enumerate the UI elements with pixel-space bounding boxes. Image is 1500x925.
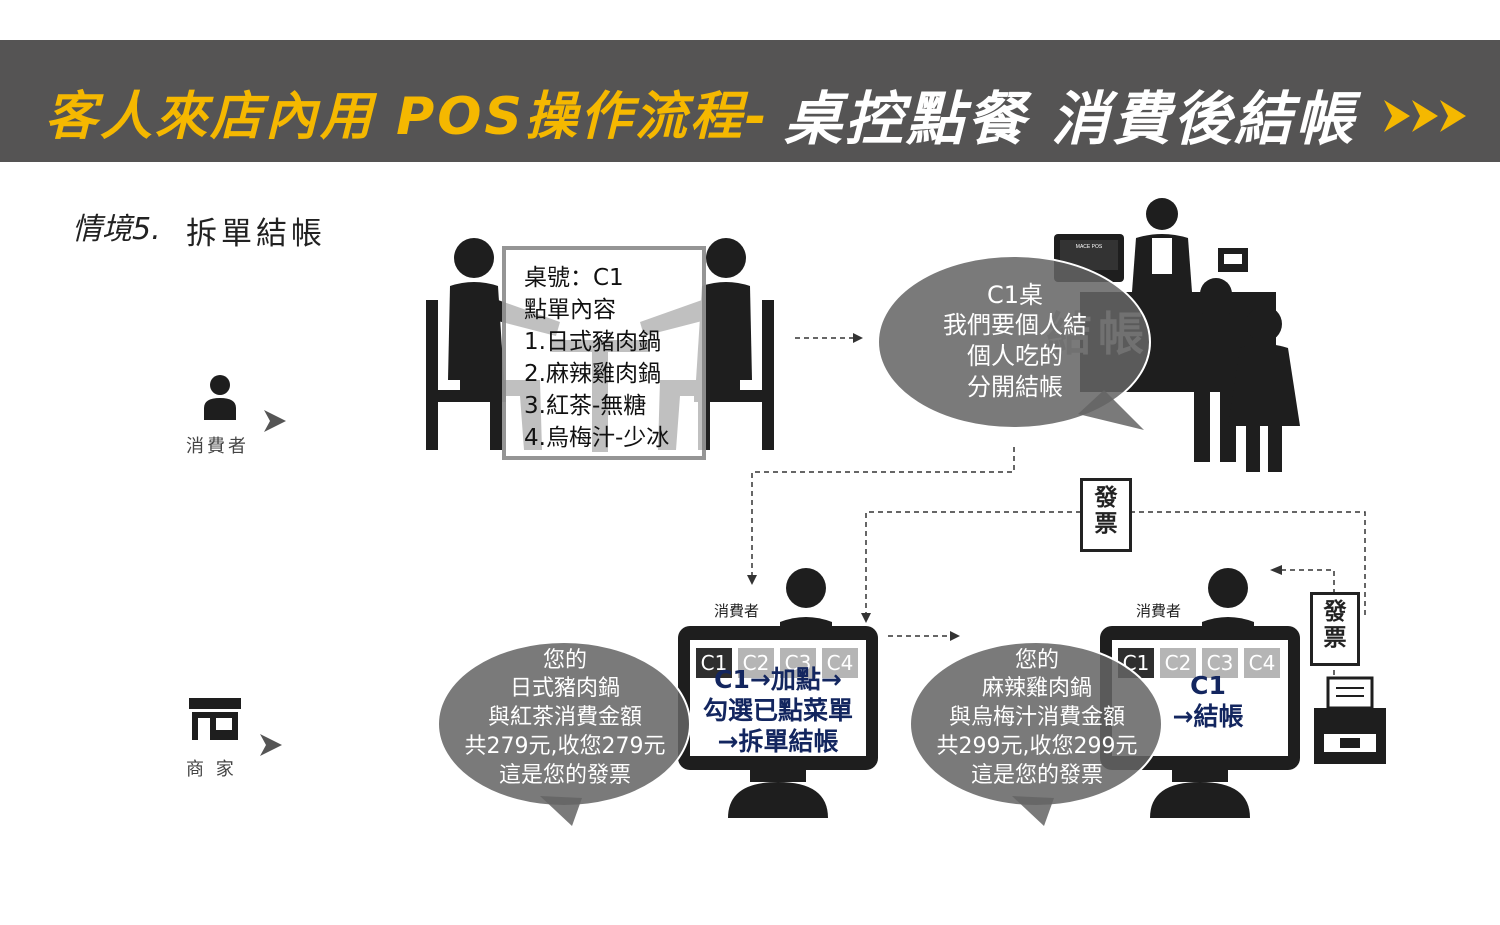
- dashed-arrow-right-icon: [795, 333, 863, 343]
- table-tab-c2[interactable]: C2: [1160, 648, 1196, 678]
- bubble-line: 您的: [542, 648, 587, 673]
- consumer-icon: [204, 375, 236, 420]
- header-title-highlight: 桌控點餐 消費後結帳: [784, 85, 1357, 153]
- order-heading: 點單內容: [524, 297, 616, 323]
- header-banner: [0, 40, 1500, 162]
- bubble-line: 個人吃的: [967, 342, 1063, 370]
- order-ticket-card: 桌號：C1 點單內容 1.日式豬肉鍋 2.麻辣雞肉鍋 3.紅茶-無糖 4.烏梅汁…: [502, 246, 706, 460]
- invoice-label-char: 票: [1094, 511, 1118, 537]
- consumer-role-label: 消費者: [186, 436, 249, 457]
- invoice-label-char: 票: [1323, 625, 1347, 651]
- table-tab-c2[interactable]: C2: [738, 648, 774, 678]
- arrow-right-icon: [260, 734, 282, 756]
- shop-icon: [189, 698, 241, 740]
- invoice-label: 發 票: [1310, 592, 1360, 666]
- arrow-right-icon: [264, 410, 286, 432]
- speech-bubble: [909, 641, 1163, 826]
- scene-title: 拆單結帳: [186, 216, 326, 252]
- dashed-arrow-right-icon: [888, 631, 960, 641]
- bubble-line: C1桌: [986, 281, 1044, 309]
- bubble-line: 麻辣雞肉鍋: [981, 676, 1092, 701]
- screen-step: C1: [1190, 671, 1226, 700]
- bubble-line: 這是您的發票: [970, 763, 1103, 788]
- table-tab-c3[interactable]: C3: [780, 648, 816, 678]
- invoice-label-char: 發: [1323, 599, 1347, 625]
- receipt-printer-icon: [1314, 676, 1386, 764]
- bubble-line: 分開結帳: [967, 373, 1063, 401]
- invoice-label-char: 發: [1094, 485, 1118, 511]
- triple-arrow-icon: [1384, 100, 1466, 132]
- order-item: 4.烏梅汁-少冰: [524, 425, 670, 451]
- terminal-consumer-label: 消費者: [1136, 602, 1182, 620]
- order-table-number: 桌號：C1: [524, 265, 624, 291]
- bubble-line: 共279元,收您279元: [464, 734, 666, 759]
- invoice-label: 發 票: [1080, 478, 1132, 552]
- bubble-line: 日式豬肉鍋: [509, 676, 620, 701]
- checkout-counter-illustration: MACE POS: [1054, 198, 1300, 472]
- bubble-line: 與紅茶消費金額: [487, 705, 642, 730]
- scene-number: 情境5.: [72, 212, 161, 247]
- bubble-line: 這是您的發票: [498, 763, 631, 788]
- speech-bubble: [437, 641, 691, 826]
- bubble-line: 我們要個人結: [943, 311, 1087, 339]
- screen-step: 勾選已點菜單: [702, 696, 853, 725]
- bubble-line: 您的: [1014, 648, 1059, 673]
- order-item: 3.紅茶-無糖: [524, 393, 647, 419]
- order-item: 1.日式豬肉鍋: [524, 329, 661, 355]
- merchant-role-label: 商 家: [186, 759, 237, 780]
- bubble-line: 共299元,收您299元: [936, 734, 1138, 759]
- speech-bubble: [877, 255, 1151, 430]
- table-tab-c4[interactable]: C4: [1244, 648, 1280, 678]
- table-tab-c4[interactable]: C4: [822, 648, 858, 678]
- table-tab-c1[interactable]: C1: [696, 648, 732, 678]
- screen-step: →結帳: [1172, 702, 1244, 731]
- bubble-line: 與烏梅汁消費金額: [948, 705, 1125, 730]
- screen-step: →拆單結帳: [717, 727, 839, 756]
- screen-step: C1→加點→: [714, 665, 842, 694]
- header-title-main: 客人來店內用 POS操作流程-: [45, 87, 770, 147]
- terminal-consumer-label: 消費者: [714, 602, 760, 620]
- order-item: 2.麻辣雞肉鍋: [524, 361, 661, 387]
- pos-brand-text: MACE POS: [1076, 244, 1103, 250]
- table-tab-c3[interactable]: C3: [1202, 648, 1238, 678]
